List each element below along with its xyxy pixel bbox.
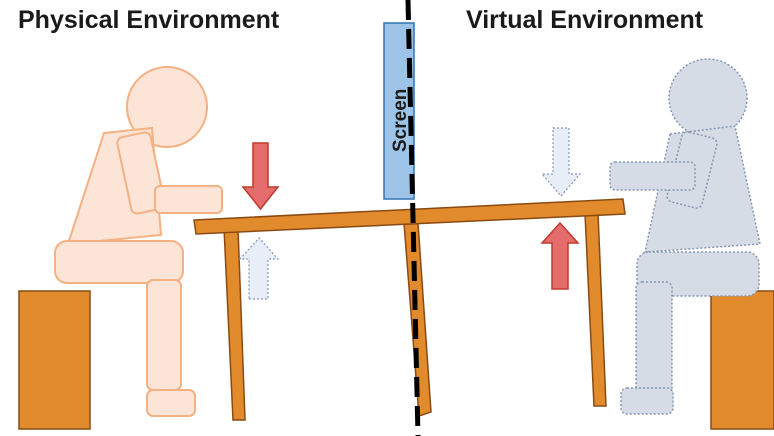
physical-person-shin bbox=[146, 279, 182, 391]
physical-reaction-up-arrow-icon bbox=[238, 237, 280, 300]
screen-label: Screen bbox=[390, 89, 411, 152]
virtual-person-icon bbox=[609, 58, 761, 415]
physical-person-icon bbox=[54, 66, 223, 417]
virtual-reaction-up-arrow-icon bbox=[540, 221, 580, 290]
physical-person-head bbox=[126, 66, 208, 148]
virtual-person-shin bbox=[635, 281, 673, 401]
physical-environment-title: Physical Environment bbox=[18, 6, 280, 34]
physical-person-forearm bbox=[154, 185, 223, 214]
virtual-person-foot bbox=[620, 387, 674, 415]
table-top bbox=[193, 198, 626, 235]
physical-force-down-arrow-icon bbox=[241, 142, 280, 211]
virtual-person-forearm bbox=[609, 161, 696, 191]
physical-person-upper-arm bbox=[116, 131, 166, 215]
physical-person-thigh bbox=[54, 240, 184, 284]
virtual-environment-title: Virtual Environment bbox=[466, 6, 704, 34]
screen-panel bbox=[383, 22, 415, 200]
virtual-stool bbox=[710, 290, 774, 430]
table-leg-left bbox=[223, 227, 246, 421]
table-leg-right bbox=[584, 212, 607, 407]
environment-divider bbox=[405, 0, 421, 436]
physical-person-foot bbox=[146, 389, 196, 417]
physical-stool bbox=[18, 290, 91, 430]
virtual-force-down-arrow-icon bbox=[540, 127, 582, 197]
